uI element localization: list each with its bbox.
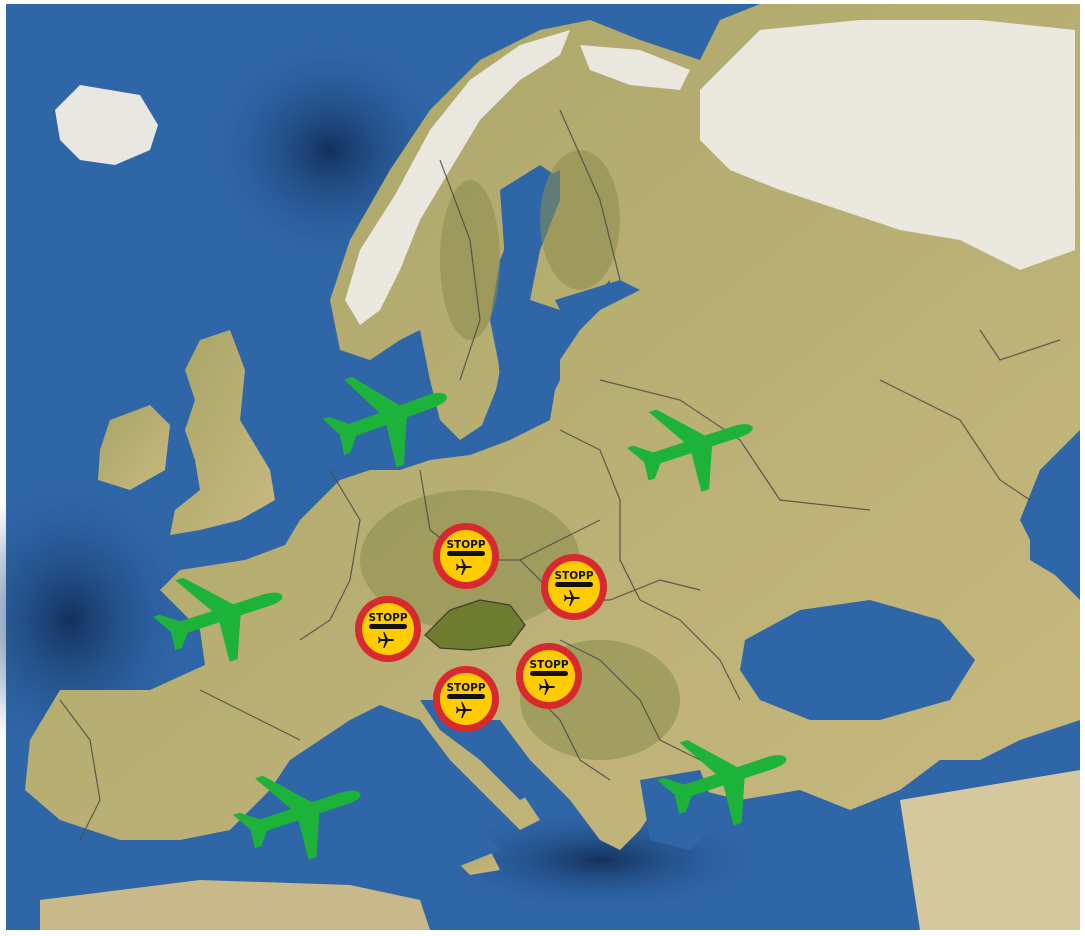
stop-sign: STOPP bbox=[433, 666, 499, 732]
veg-finland bbox=[540, 150, 620, 290]
stop-sign-label: STOPP bbox=[446, 682, 485, 694]
stop-sign-label: STOPP bbox=[554, 570, 593, 582]
stop-sign-bar bbox=[369, 624, 407, 629]
inland-seas bbox=[230, 165, 1080, 880]
iceland bbox=[55, 85, 158, 165]
stop-sign-label: STOPP bbox=[446, 539, 485, 551]
border-12 bbox=[439, 159, 481, 381]
gulf-of-finland bbox=[555, 280, 640, 320]
border-5 bbox=[599, 379, 871, 511]
snow-kola bbox=[580, 45, 690, 90]
stop-sign-label: STOPP bbox=[368, 612, 407, 624]
stop-sign: STOPP bbox=[355, 596, 421, 662]
stop-sign-bar bbox=[447, 694, 485, 699]
border-10 bbox=[199, 689, 301, 741]
border-3 bbox=[559, 429, 641, 601]
border-1 bbox=[299, 469, 361, 641]
stop-sign-label: STOPP bbox=[529, 659, 568, 671]
stop-sign-bar bbox=[447, 551, 485, 556]
baltic-sea bbox=[480, 165, 580, 440]
snow-norway bbox=[345, 30, 570, 325]
vegetation bbox=[360, 150, 680, 760]
airplane-icon bbox=[652, 726, 798, 830]
border-11 bbox=[879, 379, 1031, 501]
stop-sign: STOPP bbox=[541, 554, 607, 620]
caspian-sea bbox=[1030, 440, 1080, 590]
border-14 bbox=[979, 329, 1061, 361]
airplane-icon bbox=[622, 396, 764, 496]
stop-sign: STOPP bbox=[433, 523, 499, 589]
border-6 bbox=[559, 639, 701, 761]
stop-sign: STOPP bbox=[516, 643, 582, 709]
veg-sweden bbox=[440, 180, 500, 340]
north-africa bbox=[40, 880, 430, 930]
stop-sign-bar bbox=[555, 582, 593, 587]
stop-sign-bar bbox=[530, 671, 568, 676]
deep-atlantic bbox=[0, 480, 190, 760]
ireland bbox=[98, 405, 170, 490]
austria-highlight bbox=[424, 599, 526, 651]
airplane-icon bbox=[228, 762, 372, 864]
black-sea bbox=[740, 600, 975, 720]
snow-cover bbox=[345, 20, 1075, 325]
great-britain bbox=[170, 330, 275, 535]
middle-east bbox=[900, 770, 1080, 930]
border-9 bbox=[59, 699, 101, 841]
border-8 bbox=[639, 599, 741, 701]
airplane-icon bbox=[148, 564, 294, 666]
airplane-icon bbox=[318, 362, 458, 472]
snow-russia bbox=[700, 20, 1075, 270]
western-mediterranean bbox=[230, 720, 500, 880]
border-13 bbox=[559, 109, 621, 281]
